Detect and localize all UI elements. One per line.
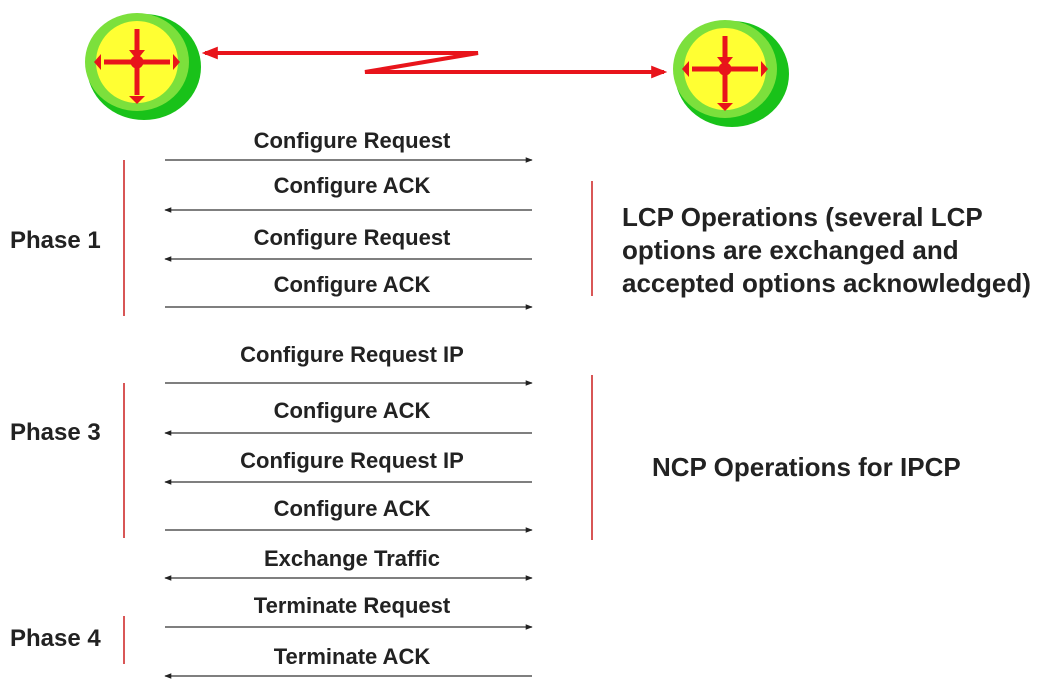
message-label: Configure ACK [274,496,431,521]
message-label: Configure ACK [274,272,431,297]
note-line: LCP Operations (several LCP [622,202,983,232]
message-3: Configure ACK [165,272,533,310]
message-2: Configure Request [164,225,532,262]
message-label: Configure Request IP [240,448,464,473]
message-0: Configure Request [165,128,533,163]
message-label: Configure Request [254,128,451,153]
note-line: NCP Operations for IPCP [652,452,961,482]
message-1: Configure ACK [164,173,532,213]
right-router-icon [673,20,789,127]
message-label: Configure Request [254,225,451,250]
note-line: accepted options acknowledged) [622,268,1031,298]
phase-3: Phase 3 [10,383,125,538]
lcp-note: LCP Operations (several LCP options are … [622,202,1031,298]
message-label: Configure Request IP [240,342,464,367]
phase-4: Phase 4 [10,616,125,664]
message-label: Exchange Traffic [264,546,440,571]
message-9: Terminate Request [165,593,533,630]
note-line: options are exchanged and [622,235,959,265]
message-8: Exchange Traffic [164,546,533,581]
phase-label: Phase 1 [10,227,101,254]
message-label: Configure ACK [274,173,431,198]
message-label: Terminate Request [254,593,451,618]
message-5: Configure ACK [164,398,532,436]
phase-label: Phase 3 [10,419,101,446]
message-7: Configure ACK [165,496,533,533]
serial-link [201,46,668,79]
message-6: Configure Request IP [164,448,532,485]
message-10: Terminate ACK [164,644,532,679]
left-router-icon [85,13,201,120]
message-label: Terminate ACK [274,644,431,669]
phase-1: Phase 1 [10,160,125,316]
ncp-note: NCP Operations for IPCP [652,452,961,482]
message-4: Configure Request IP [165,342,533,386]
message-label: Configure ACK [274,398,431,423]
phase-label: Phase 4 [10,625,101,652]
